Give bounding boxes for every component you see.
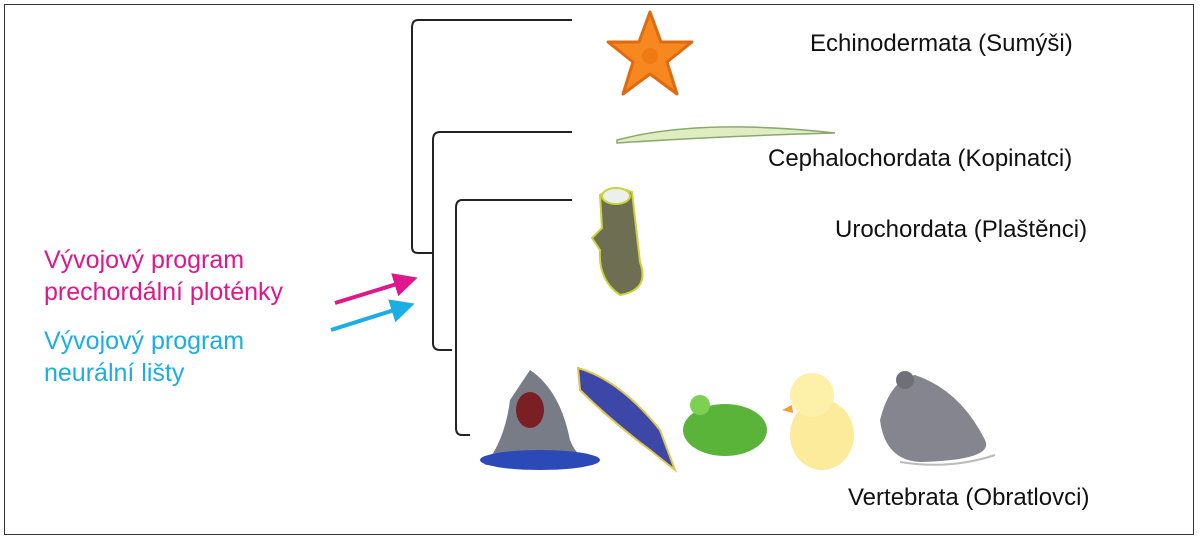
tree-branch-echinodermata bbox=[411, 19, 572, 254]
starfish-icon bbox=[606, 10, 694, 96]
annotation-line: Vývojový program bbox=[44, 327, 245, 355]
taxon-label-echinodermata: Echinodermata (Sumýši) bbox=[810, 30, 1073, 57]
mouse-icon bbox=[880, 371, 996, 466]
diagram-frame bbox=[4, 4, 1194, 535]
arrow-prechordal bbox=[334, 273, 418, 305]
fish-icon bbox=[576, 366, 678, 474]
taxon-label-vertebrata: Vertebrata (Obratlovci) bbox=[848, 484, 1090, 511]
chick-icon bbox=[782, 373, 854, 470]
annotation-line: neurální lišty bbox=[44, 359, 185, 387]
shark-icon bbox=[480, 370, 600, 470]
taxon-label-urochordata: Urochordata (Plaštěnci) bbox=[835, 216, 1088, 243]
frog-icon bbox=[683, 395, 767, 456]
annotation-line: Vývojový program bbox=[44, 246, 245, 274]
tunicate-icon bbox=[590, 187, 644, 297]
lancelet-icon bbox=[616, 126, 836, 144]
arrow-neural-crest bbox=[330, 299, 415, 332]
annotation-line: prechordální ploténky bbox=[44, 278, 284, 306]
tree-branch-urochordata bbox=[455, 199, 572, 436]
annotation-prechordal-plate: Vývojový program prechordální ploténky bbox=[44, 244, 283, 308]
tree-branch-cephalochordata bbox=[432, 131, 572, 351]
annotation-neural-crest: Vývojový program neurální lišty bbox=[44, 325, 244, 389]
taxon-label-cephalochordata: Cephalochordata (Kopinatci) bbox=[768, 145, 1073, 172]
